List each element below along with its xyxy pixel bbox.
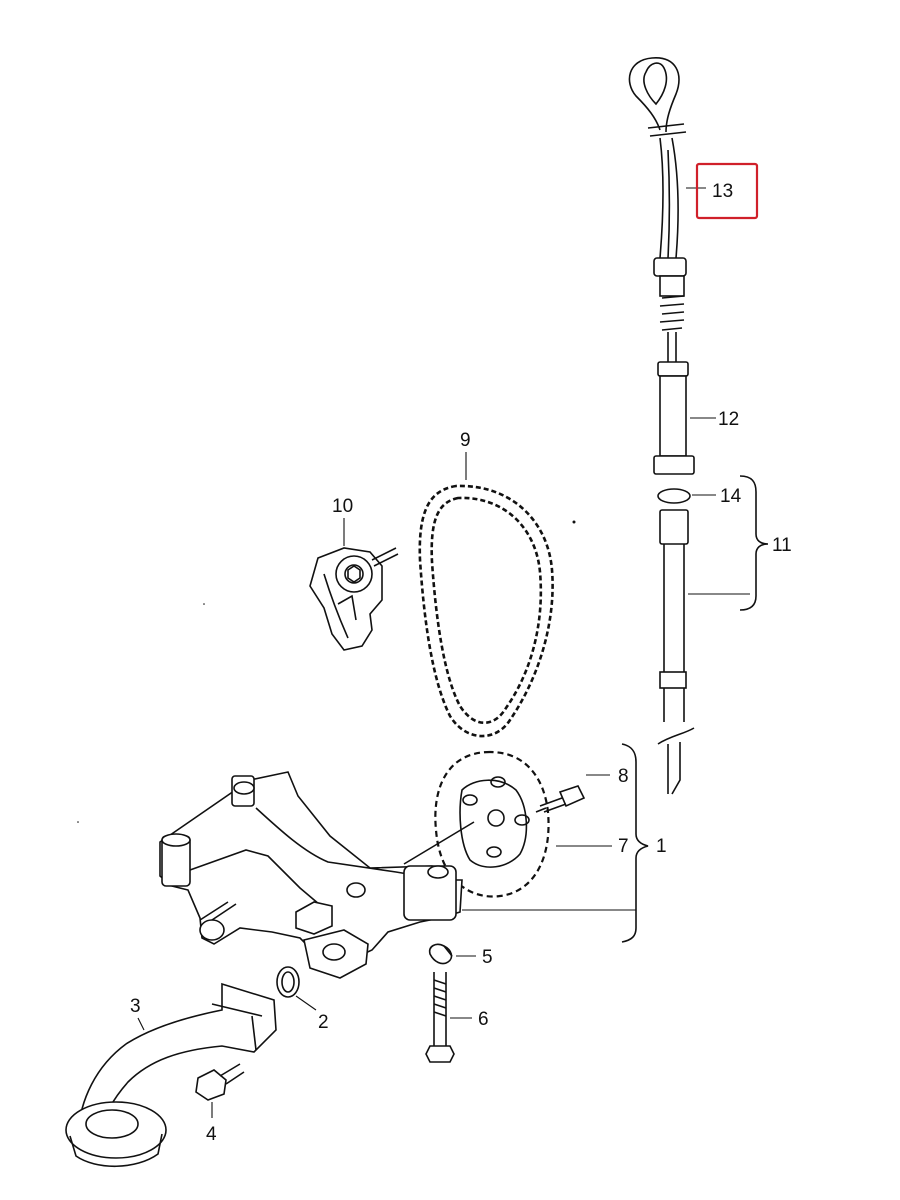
timing-chain[interactable] bbox=[418, 484, 554, 738]
oil-pump-housing[interactable] bbox=[159, 771, 475, 979]
o-ring[interactable] bbox=[657, 488, 691, 504]
gasket-ring[interactable] bbox=[276, 966, 300, 998]
guide-tube-lower[interactable] bbox=[657, 509, 695, 795]
callout-11[interactable]: 11 bbox=[772, 535, 792, 556]
pipe-bolt[interactable] bbox=[195, 1063, 245, 1101]
callout-13[interactable]: 13 bbox=[712, 181, 733, 202]
callout-7[interactable]: 7 bbox=[618, 836, 629, 857]
bracket-11 bbox=[739, 475, 769, 611]
pump-bolt[interactable] bbox=[425, 972, 455, 1063]
callout-6[interactable]: 6 bbox=[478, 1009, 489, 1030]
callout-10[interactable]: 10 bbox=[332, 496, 353, 517]
bracket-1 bbox=[621, 743, 649, 943]
callout-1[interactable]: 1 bbox=[656, 836, 667, 857]
chain-sprocket[interactable] bbox=[434, 750, 550, 898]
callout-5[interactable]: 5 bbox=[482, 947, 493, 968]
chain-tensioner[interactable] bbox=[309, 547, 399, 651]
guide-tube-upper[interactable] bbox=[653, 361, 695, 475]
callout-8[interactable]: 8 bbox=[618, 766, 629, 787]
callout-4[interactable]: 4 bbox=[206, 1124, 217, 1145]
callout-12[interactable]: 12 bbox=[718, 409, 739, 430]
sprocket-bolt[interactable] bbox=[535, 785, 586, 813]
highlight-box-13 bbox=[695, 162, 759, 220]
oil-suction-pipe[interactable] bbox=[65, 982, 277, 1168]
dipstick[interactable] bbox=[628, 57, 687, 362]
callout-3[interactable]: 3 bbox=[130, 996, 141, 1017]
callout-14[interactable]: 14 bbox=[720, 486, 742, 507]
callout-9[interactable]: 9 bbox=[460, 430, 471, 451]
lock-washer[interactable] bbox=[428, 943, 453, 965]
callout-2[interactable]: 2 bbox=[318, 1012, 329, 1033]
